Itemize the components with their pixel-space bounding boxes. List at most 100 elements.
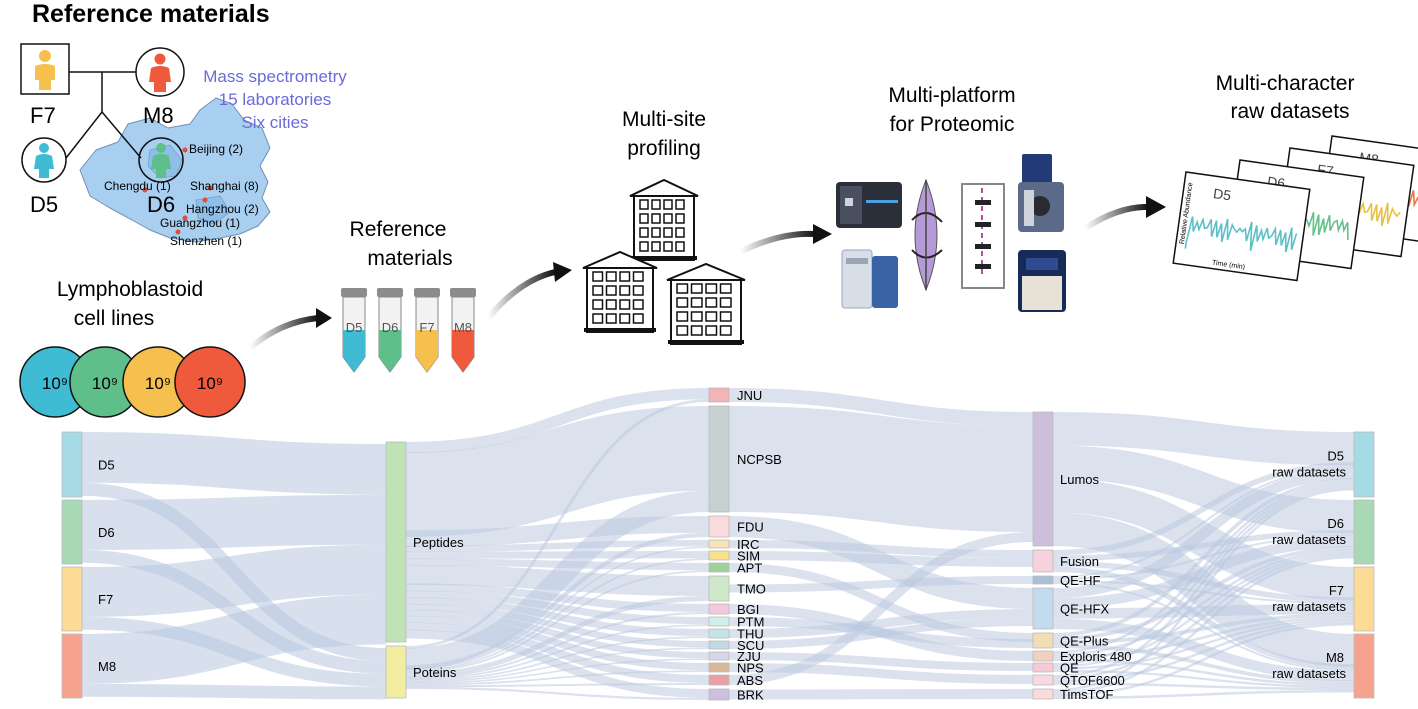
sankey-nodes: D5D6F7M8PeptidesPoteinsJNUNCPSBFDUIRCSIM… [61,387,1375,703]
city-beijing: Beijing (2) [189,142,243,156]
multichar-title-2: raw datasets [1230,100,1349,123]
label-d5: D5 [30,192,58,217]
sankey-link [1052,478,1355,637]
sankey-link [405,609,710,659]
ref-materials-title-2: materials [367,247,452,270]
sankey-link [728,388,1034,426]
arrow-icon [485,262,572,320]
cell-count-label: 10⁹ [197,374,223,393]
sankey-node-lab [708,651,730,661]
mass-spec-line2: 15 laboratories [219,90,331,109]
sankey-node-sample [61,633,83,699]
sankey-label-lab: IRC [737,537,759,552]
sankey-label-lab: NCPSB [737,452,782,467]
sankey-link [1052,603,1355,619]
sample-tube-icon: M8 [450,288,476,373]
family-member-d5: D5 [21,137,67,217]
sankey-link [1052,445,1355,534]
sankey-link [405,686,710,700]
multiplatform-title-1: Multi-platform [888,84,1015,107]
sankey-link [1052,536,1355,609]
sankey-link [405,629,710,698]
arrow-icon [248,308,332,351]
sankey-node-lab [708,662,730,673]
sankey-label-sample: D5 [98,458,115,473]
sankey-label-lab: JNU [737,388,762,403]
cell-lines-title-1: Lymphoblastoid [57,278,203,301]
sankey-label-platform: Exploris 480 [1060,649,1132,664]
female-person-icon [151,143,171,178]
label-d6: D6 [147,192,175,217]
card-sample-label: D5 [1212,185,1232,203]
sankey-link [1052,546,1355,641]
sankey-link [1052,467,1355,578]
sankey-link [405,683,710,688]
sankey-link [1052,644,1355,684]
sankey-link [1052,682,1355,691]
sankey-node-output [1353,431,1375,498]
family-member-d6: D6 [138,137,184,217]
sankey-node-lab [708,674,730,686]
sankey-link [405,583,710,612]
sankey-link [405,658,710,685]
sankey-label-output-type: raw datasets [1272,599,1346,614]
tube-label: D6 [382,320,399,335]
building-icon [582,250,658,333]
city-markers [142,147,213,235]
instruments [836,154,1066,312]
sankey-link [81,432,387,495]
sankey-link [405,670,710,686]
reference-tubes: D5 D6 F7 M8 [341,288,476,373]
sample-tube-icon: D5 [341,288,367,373]
mass-spec-label: Mass spectrometry 15 laboratories Six ci… [203,67,347,132]
mass-spec-line1: Mass spectrometry [203,67,347,86]
sankey-link [728,689,1034,700]
sankey-link [405,406,710,538]
sankey-label-output-type: raw datasets [1272,465,1346,480]
sankey-node-platform [1032,662,1054,673]
cell-line-disc: 10⁹ [122,346,194,418]
sankey-node-platform [1032,549,1054,573]
label-f7: F7 [30,103,56,128]
multiplatform-title-2: for Proteomic [890,113,1015,136]
sankey-node-lab [708,515,730,538]
sankey-link [1052,549,1355,656]
building-icon [666,262,746,345]
sankey-link [1052,623,1355,697]
sankey-link [405,597,710,637]
sankey-link [81,549,387,674]
label-m8: M8 [143,103,174,128]
cell-lines-title-2: cell lines [74,307,155,330]
city-shanghai: Shanghai (8) [190,179,259,193]
sankey-link [1052,553,1355,680]
multichar-title-1: Multi-character [1216,72,1355,95]
sankey-node-type [385,645,407,699]
sankey-link [1052,669,1355,688]
sankey-label-platform: QE-Plus [1060,634,1109,649]
sankey-node-output [1353,499,1375,565]
sankey-link [728,663,1034,684]
sankey-label-lab: THU [737,627,764,642]
tube-label: F7 [419,320,434,335]
sankey-node-lab [708,387,730,403]
sankey-link [81,544,387,617]
sankey-node-lab [708,628,730,639]
sankey-link [1052,690,1355,699]
sankey-link [405,622,710,683]
sankey-label-type: Peptides [413,535,464,550]
orbitrap-icon [911,178,943,292]
cell-line-disc: 10⁹ [19,346,91,418]
pedigree-lines [65,71,142,159]
mass-spectrometer-icon [836,182,902,228]
sankey-label-sample: F7 [98,592,113,607]
sankey-label-lab: TMO [737,582,766,597]
sankey-label-output-sample: M8 [1326,650,1344,665]
sankey-link [405,590,710,625]
mass-spectrometer-icon [1018,250,1066,312]
sankey-links [81,388,1355,700]
female-person-icon [34,143,54,178]
tube-label: M8 [454,320,472,335]
sankey-link [405,388,710,454]
sankey-label-platform: Lumos [1060,472,1100,487]
